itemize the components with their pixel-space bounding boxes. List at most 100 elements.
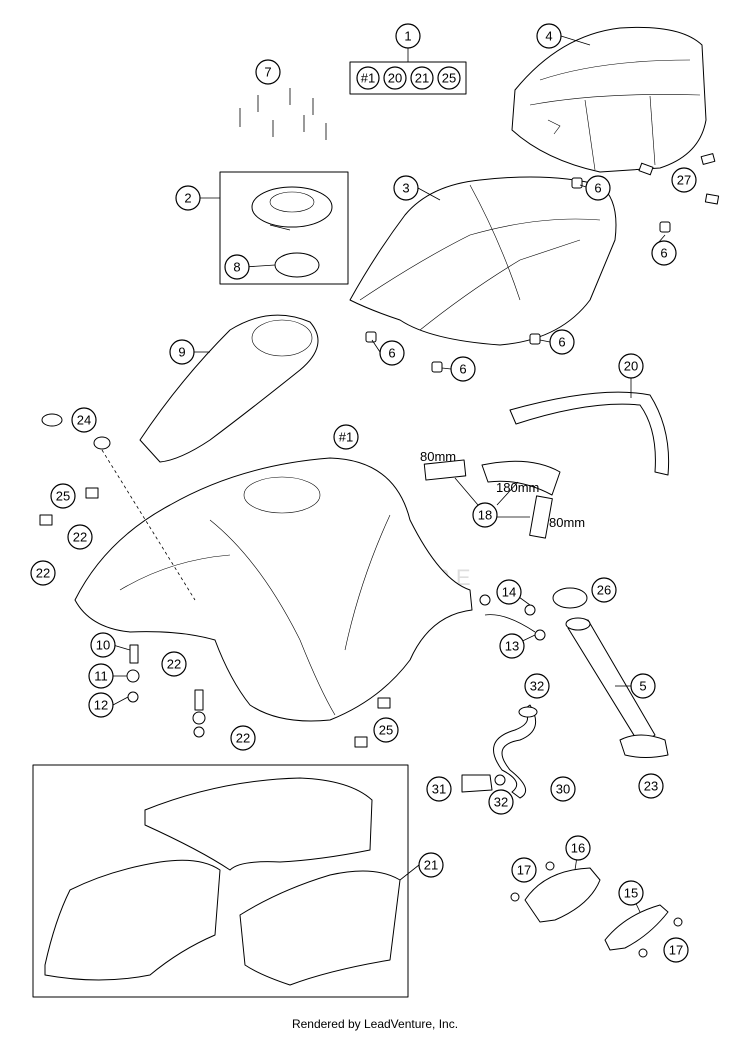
callout-1-tank[interactable]: #1 <box>333 424 359 450</box>
svg-text:6: 6 <box>594 181 601 196</box>
dimension-labels: 80mm 180mm 80mm <box>420 449 585 530</box>
small-hardware-parts <box>39 413 391 748</box>
callout-6[interactable]: 6 <box>651 240 677 266</box>
callout-17[interactable]: 17 <box>663 937 689 963</box>
callout-23[interactable]: 23 <box>638 773 664 799</box>
callout-5[interactable]: 5 <box>630 673 656 699</box>
svg-text:12: 12 <box>94 698 108 713</box>
callout-26[interactable]: 26 <box>591 577 617 603</box>
callout-30[interactable]: 30 <box>550 776 576 802</box>
dimension-80mm-bottom: 80mm <box>549 515 585 530</box>
callout-1[interactable]: 1 <box>395 23 421 49</box>
callout-6[interactable]: 6 <box>450 356 476 382</box>
svg-text:22: 22 <box>73 530 87 545</box>
callout-3[interactable]: 3 <box>393 175 419 201</box>
filler-neck-part <box>552 587 669 758</box>
callout-leaders <box>112 35 666 913</box>
svg-text:25: 25 <box>56 489 70 504</box>
callout-7[interactable]: 7 <box>255 59 281 85</box>
callout-6[interactable]: 6 <box>585 175 611 201</box>
svg-text:6: 6 <box>459 362 466 377</box>
svg-text:14: 14 <box>502 585 516 600</box>
kit-callout-1[interactable]: #1 <box>356 66 380 90</box>
svg-text:6: 6 <box>558 335 565 350</box>
callout-8[interactable]: 8 <box>224 254 250 280</box>
callout-31[interactable]: 31 <box>426 776 452 802</box>
callout-32[interactable]: 32 <box>524 673 550 699</box>
screws-part <box>239 88 327 140</box>
kit-callout-25[interactable]: 25 <box>437 66 461 90</box>
callout-14[interactable]: 14 <box>496 579 522 605</box>
callout-27[interactable]: 27 <box>671 167 697 193</box>
svg-text:17: 17 <box>669 943 683 958</box>
callout-25[interactable]: 25 <box>50 483 76 509</box>
callout-32[interactable]: 32 <box>488 789 514 815</box>
svg-text:10: 10 <box>96 638 110 653</box>
svg-text:15: 15 <box>624 886 638 901</box>
heat-shield-parts <box>44 777 401 986</box>
svg-text:21: 21 <box>415 71 429 86</box>
svg-text:17: 17 <box>517 863 531 878</box>
callout-17[interactable]: 17 <box>511 857 537 883</box>
rubber-buffer-parts <box>365 177 671 373</box>
callout-22[interactable]: 22 <box>161 651 187 677</box>
svg-text:7: 7 <box>264 65 271 80</box>
callout-2[interactable]: 2 <box>175 185 201 211</box>
callout-22[interactable]: 22 <box>230 725 256 751</box>
kit-group: #1 20 21 25 <box>349 48 467 95</box>
svg-text:1: 1 <box>404 29 411 44</box>
kit-callout-21[interactable]: 21 <box>410 66 434 90</box>
callout-15[interactable]: 15 <box>618 880 644 906</box>
svg-text:22: 22 <box>167 657 181 672</box>
svg-text:27: 27 <box>677 173 691 188</box>
tank-cover-part <box>139 314 319 463</box>
svg-text:6: 6 <box>388 346 395 361</box>
callout-24[interactable]: 24 <box>71 407 97 433</box>
svg-text:31: 31 <box>432 782 446 797</box>
callout-16[interactable]: 16 <box>565 835 591 861</box>
svg-text:16: 16 <box>571 841 585 856</box>
svg-text:#1: #1 <box>361 71 375 86</box>
svg-text:5: 5 <box>639 679 646 694</box>
svg-text:24: 24 <box>77 413 91 428</box>
filler-cap-part <box>251 186 333 278</box>
svg-text:21: 21 <box>424 858 438 873</box>
dimension-80mm-top: 80mm <box>420 449 456 464</box>
kit-callout-20[interactable]: 20 <box>383 66 407 90</box>
callout-6[interactable]: 6 <box>379 340 405 366</box>
svg-text:9: 9 <box>178 345 185 360</box>
callout-25[interactable]: 25 <box>373 717 399 743</box>
callout-20[interactable]: 20 <box>618 353 644 379</box>
svg-text:25: 25 <box>379 723 393 738</box>
svg-text:30: 30 <box>556 782 570 797</box>
svg-text:8: 8 <box>233 260 240 275</box>
callout-6[interactable]: 6 <box>549 329 575 355</box>
svg-text:25: 25 <box>442 71 456 86</box>
svg-text:3: 3 <box>402 181 409 196</box>
svg-text:32: 32 <box>494 795 508 810</box>
svg-text:2: 2 <box>184 191 191 206</box>
adhesive-strips-part <box>423 459 561 539</box>
dimension-180mm: 180mm <box>496 480 539 495</box>
callout-22[interactable]: 22 <box>30 560 56 586</box>
callout-10[interactable]: 10 <box>90 632 116 658</box>
svg-text:20: 20 <box>388 71 402 86</box>
callout-12[interactable]: 12 <box>88 692 114 718</box>
callout-18[interactable]: 18 <box>472 502 498 528</box>
callout-9[interactable]: 9 <box>169 339 195 365</box>
callout-4[interactable]: 4 <box>536 23 562 49</box>
svg-text:22: 22 <box>36 566 50 581</box>
bracket-parts <box>510 861 683 958</box>
rear-seat-cowl-part <box>511 26 707 173</box>
svg-text:22: 22 <box>236 731 250 746</box>
svg-text:32: 32 <box>530 679 544 694</box>
callout-13[interactable]: 13 <box>499 633 525 659</box>
svg-text:26: 26 <box>597 583 611 598</box>
rider-seat-part <box>349 176 617 346</box>
svg-text:11: 11 <box>94 669 108 684</box>
callout-21[interactable]: 21 <box>418 852 444 878</box>
callout-22[interactable]: 22 <box>67 524 93 550</box>
callout-11[interactable]: 11 <box>88 663 114 689</box>
svg-text:4: 4 <box>545 29 552 44</box>
